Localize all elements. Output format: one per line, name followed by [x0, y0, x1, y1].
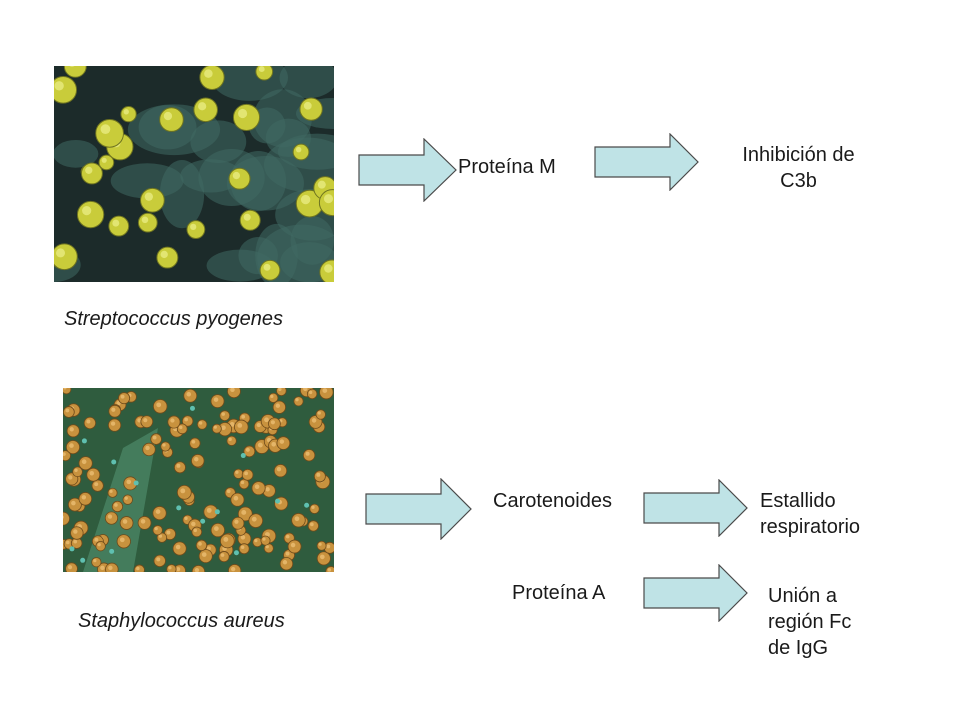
organism-caption-staphylococcus: Staphylococcus aureus [78, 610, 285, 632]
staphylococcus-micrograph [63, 388, 334, 572]
effect-line: Inhibición de [742, 144, 855, 166]
factor-carotenoides: Carotenoides [493, 490, 612, 512]
arrow-staph-to-factor [365, 478, 473, 540]
arrow-carotenoides-to-effect [643, 479, 749, 537]
factor-proteina-a: Proteína A [512, 582, 606, 604]
effect-line: Estallido [760, 490, 836, 512]
arrow-proteina-a-to-effect [643, 564, 749, 622]
effect-union-fc-igg: Unión a región Fc de IgG [768, 583, 851, 661]
arrow-proteina-m-to-effect [594, 133, 700, 191]
effect-inhibicion-c3b: Inhibición de C3b [726, 142, 871, 194]
factor-proteina-m: Proteína M [458, 156, 556, 178]
effect-line: C3b [780, 170, 817, 192]
effect-line: Unión a [768, 585, 837, 607]
streptococcus-micrograph [54, 66, 334, 282]
arrow-strep-to-factor [358, 138, 458, 202]
effect-estallido-respiratorio: Estallido respiratorio [760, 488, 860, 540]
effect-line: región Fc [768, 611, 852, 633]
organism-caption-streptococcus: Streptococcus pyogenes [64, 308, 284, 330]
effect-line: respiratorio [760, 516, 861, 538]
effect-line: de IgG [768, 637, 829, 659]
